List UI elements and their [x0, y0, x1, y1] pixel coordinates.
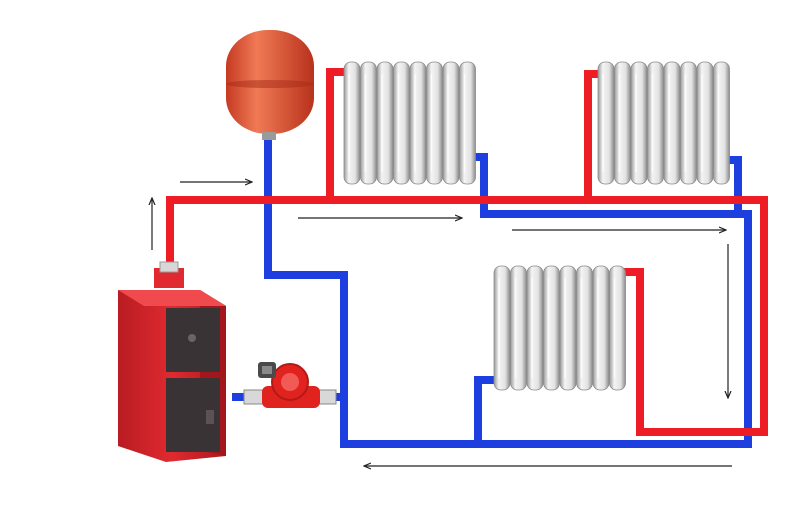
radiator-fin	[647, 61, 664, 185]
return-pipe-radiator-middle	[474, 376, 498, 444]
radiator-icon	[493, 265, 626, 391]
radiator-icon	[597, 61, 730, 185]
radiator-fin	[409, 61, 427, 185]
radiator-fin	[360, 61, 377, 185]
radiator-fin	[696, 61, 714, 185]
radiator-fin	[376, 61, 394, 185]
radiator-fin	[713, 61, 730, 185]
radiator-fin	[609, 265, 626, 391]
radiator-fin	[614, 61, 631, 185]
radiator-fin	[663, 61, 681, 185]
return-pipe-tank-line	[264, 140, 752, 448]
radiator-fin	[680, 61, 697, 185]
supply-pipes	[166, 68, 768, 436]
radiator-fin	[459, 61, 476, 185]
radiator-fin	[426, 61, 443, 185]
radiator-fin	[343, 61, 361, 185]
radiator-fin	[510, 265, 527, 391]
radiator-fin	[493, 265, 511, 391]
circulation-pump-icon	[243, 362, 337, 408]
flow-arrows	[152, 182, 732, 466]
boiler-icon	[118, 261, 226, 462]
radiator-fin	[559, 265, 577, 391]
radiator-fin	[576, 265, 593, 391]
radiator-fin	[592, 265, 610, 391]
supply-pipe-main	[166, 196, 768, 436]
radiator-fin	[393, 61, 410, 185]
supply-pipe-radiator-right	[584, 70, 602, 200]
radiator-icon	[343, 61, 476, 185]
radiator-fin	[543, 265, 560, 391]
radiator-fin	[597, 61, 615, 185]
radiator-fin	[526, 265, 544, 391]
expansion-tank-icon	[226, 30, 314, 140]
radiator-fin	[442, 61, 460, 185]
supply-pipe-radiator-left	[326, 68, 348, 200]
radiator-fin	[630, 61, 648, 185]
